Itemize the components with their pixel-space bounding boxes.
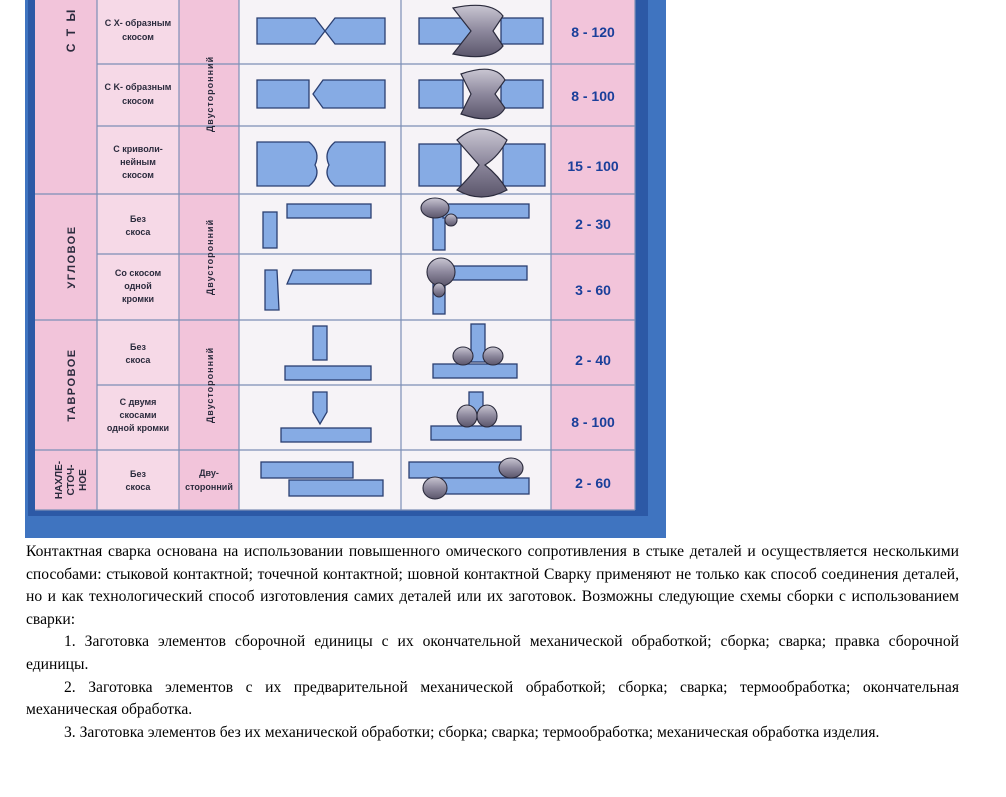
svg-text:одной кромки: одной кромки: [107, 423, 169, 433]
weld-tee-plain: [432, 323, 518, 379]
svg-text:Без: Без: [130, 214, 146, 224]
svg-text:СТОЧ-: СТОЧ-: [66, 465, 77, 496]
svg-text:С криволи-: С криволи-: [113, 144, 162, 154]
grid-vertical-lines: [96, 0, 636, 510]
grid-horizontal-lines: [35, 63, 635, 511]
svg-text:Со скосом: Со скосом: [115, 268, 162, 278]
list-item-1: 1. Заготовка элементов сборочной единицы…: [26, 633, 959, 673]
side-label-butt: Двусторонний: [205, 56, 215, 132]
svg-text:НАХЛЕ-: НАХЛЕ-: [54, 461, 65, 499]
edge-prep-corner-bevel: [264, 269, 372, 311]
thickness-range-tee-bevel: 8 - 100: [571, 414, 615, 430]
thickness-range-tee-plain: 2 - 40: [575, 352, 611, 368]
side-label-tee: Двусторонний: [205, 347, 215, 423]
svg-text:сторонний: сторонний: [185, 482, 233, 492]
svg-text:кромки: кромки: [122, 294, 154, 304]
thickness-range-x: 8 - 120: [571, 24, 615, 40]
svg-text:С X- образным: С X- образным: [105, 18, 172, 28]
weld-tee-bevel: [430, 391, 522, 441]
svg-text:скоса: скоса: [126, 355, 152, 365]
paragraph-intro: Контактная сварка основана на использова…: [26, 543, 959, 628]
thickness-range-curved: 15 - 100: [567, 158, 619, 174]
edge-label-k: С K- образным скосом: [105, 82, 172, 106]
edge-prep-tee-bevel: [280, 391, 372, 443]
svg-text:Без: Без: [130, 342, 146, 352]
edge-prep-x: [256, 17, 386, 45]
edge-prep-k: [256, 79, 386, 109]
edge-label-corner-bevel: Со скосом одной кромки: [115, 268, 162, 304]
svg-text:С K- образным: С K- образным: [105, 82, 172, 92]
edge-label-tee-plain: Без скоса: [126, 342, 152, 365]
joint-type-lap: НАХЛЕ- СТОЧ- НОЕ: [54, 461, 89, 499]
side-label-lap: Дву- сторонний: [185, 468, 233, 492]
list-item-2: 2. Заготовка элементов с их предваритель…: [26, 678, 959, 719]
thickness-range-corner-bevel: 3 - 60: [575, 282, 611, 298]
weld-corner-bevel: [426, 257, 528, 315]
edge-column: [97, 0, 179, 510]
edge-label-lap: Без скоса: [126, 469, 152, 492]
svg-text:скосами: скосами: [119, 410, 156, 420]
thickness-range-k: 8 - 100: [571, 88, 615, 104]
thickness-column: [551, 0, 635, 510]
weld-x: [418, 4, 544, 58]
weld-k: [418, 68, 544, 120]
side-column: [179, 0, 239, 510]
edge-label-tee-bevel: С двумя скосами одной кромки: [107, 397, 169, 433]
edge-prep-curved: [256, 141, 386, 187]
thickness-range-corner-plain: 2 - 30: [575, 216, 611, 232]
svg-text:Дву-: Дву-: [199, 468, 219, 478]
edge-label-curved: С криволи-нейным скосом: [113, 144, 162, 180]
welding-joints-table-figure: С Т Ы УГЛОВОЕ ТАВРОВОЕ НАХЛЕ- СТОЧ- НОЕ …: [25, 0, 666, 538]
edge-label-x: С X- образным скосом: [105, 18, 172, 42]
svg-text:скоса: скоса: [126, 227, 152, 237]
svg-text:НОЕ: НОЕ: [78, 469, 89, 491]
joint-type-corner: УГЛОВОЕ: [66, 225, 78, 288]
svg-text:скосом: скосом: [122, 96, 154, 106]
body-text: Контактная сварка основана на использова…: [26, 541, 959, 744]
list-item-3: 3. Заготовка элементов без их механическ…: [64, 723, 880, 741]
side-label-corner: Двусторонний: [205, 219, 215, 295]
weld-lap: [408, 457, 530, 500]
weld-corner-plain: [420, 197, 530, 251]
joint-type-butt: С Т Ы: [64, 8, 78, 52]
weld-curved: [418, 128, 546, 198]
svg-text:скосом: скосом: [122, 170, 154, 180]
type-column: [35, 0, 97, 510]
svg-text:скоса: скоса: [126, 482, 152, 492]
svg-text:скосом: скосом: [122, 32, 154, 42]
svg-text:С двумя: С двумя: [120, 397, 157, 407]
thickness-range-lap: 2 - 60: [575, 475, 611, 491]
edge-prep-lap: [260, 461, 384, 497]
edge-prep-tee-plain: [284, 325, 372, 381]
edge-label-corner-plain: Без скоса: [126, 214, 152, 237]
svg-text:Без: Без: [130, 469, 146, 479]
svg-text:одной: одной: [124, 281, 152, 291]
svg-text:нейным: нейным: [120, 157, 156, 167]
joint-type-tee: ТАВРОВОЕ: [66, 348, 78, 421]
edge-prep-corner-plain: [262, 203, 372, 249]
